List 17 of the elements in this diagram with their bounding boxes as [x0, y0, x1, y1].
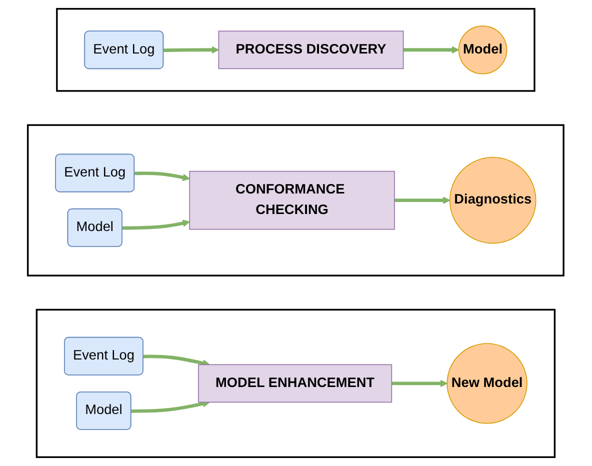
arrow	[394, 196, 451, 204]
arrow	[144, 354, 210, 367]
arrow	[404, 46, 460, 54]
cluster	[36, 308, 556, 458]
arrow	[392, 380, 448, 388]
node-circle: New Model	[447, 343, 528, 424]
cluster	[56, 8, 536, 92]
arrow	[122, 220, 190, 230]
node-box: CONFORMANCE CHECKING	[189, 170, 396, 230]
node-box: MODEL ENHANCEMENT	[198, 364, 392, 403]
node-box: PROCESS DISCOVERY	[218, 30, 404, 70]
node-circle: Model	[458, 25, 508, 74]
node-circle: Diagnostics	[450, 156, 537, 244]
arrow	[134, 172, 190, 182]
arrow	[164, 46, 220, 54]
arrow	[132, 400, 210, 413]
cluster	[27, 124, 565, 276]
